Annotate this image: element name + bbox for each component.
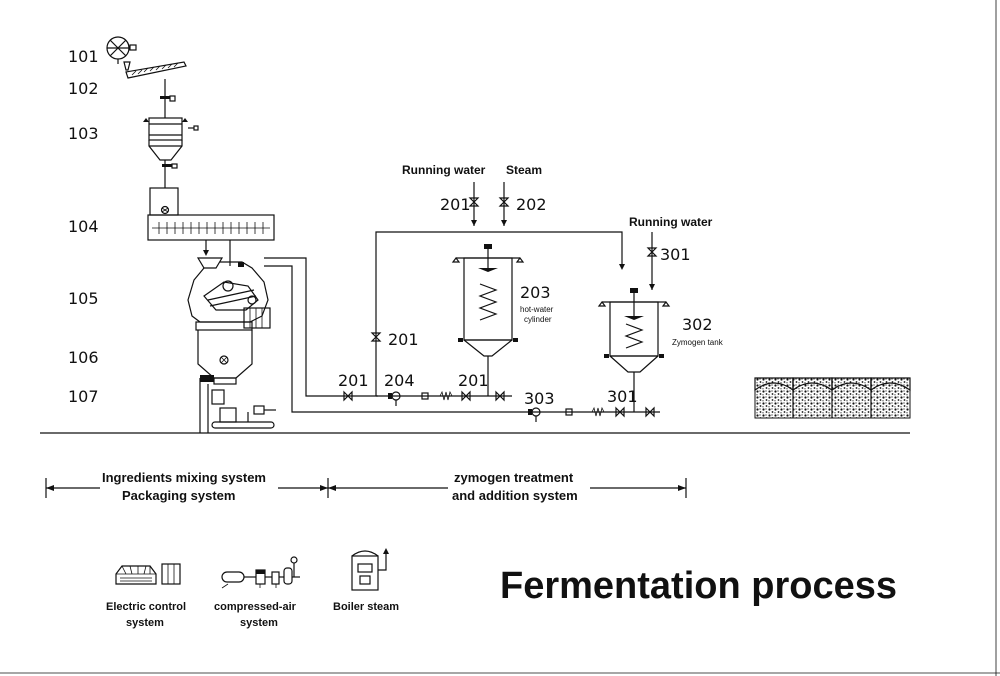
valve-symbols bbox=[370, 197, 658, 342]
hot-water-cylinder-203 bbox=[451, 244, 525, 396]
label-107: 107 bbox=[68, 387, 99, 406]
valve-202: 202 bbox=[516, 195, 547, 214]
valve-201-a: 201 bbox=[338, 371, 369, 390]
valve-201-mid: 201 bbox=[388, 330, 419, 349]
equipment-107-packing-conveyor bbox=[199, 375, 276, 433]
equipment-105-mixer bbox=[187, 257, 271, 329]
equipment-101-wheel bbox=[106, 36, 137, 71]
valve-201-top: 201 bbox=[440, 195, 471, 214]
system-left-line1: Ingredients mixing system bbox=[102, 470, 266, 485]
equipment-103-mixing-vessel bbox=[143, 117, 199, 188]
system-left-line2: Packaging system bbox=[122, 488, 235, 503]
electric-control-icon bbox=[115, 563, 181, 585]
boiler-steam-icon bbox=[351, 548, 389, 591]
valve-303: 303 bbox=[524, 389, 555, 408]
label-103: 103 bbox=[68, 124, 99, 143]
equipment-102-screw-conveyor bbox=[125, 61, 187, 118]
legend-air-line1: compressed-air bbox=[214, 601, 297, 613]
system-right-line1: zymogen treatment bbox=[454, 470, 574, 485]
return-pipe bbox=[264, 257, 520, 413]
input-steam: Steam bbox=[506, 163, 542, 177]
tank-203-number: 203 bbox=[520, 283, 551, 302]
input-running-water-1: Running water bbox=[402, 163, 486, 177]
valve-204: 204 bbox=[384, 371, 415, 390]
page-title: Fermentation process bbox=[500, 565, 897, 607]
tank-302-name: Zymogen tank bbox=[672, 338, 724, 347]
legend-boiler: Boiler steam bbox=[333, 601, 399, 613]
lower-line-components bbox=[343, 390, 660, 422]
tank-203-name-1: hot-water bbox=[520, 305, 554, 314]
steam-water-loop bbox=[375, 182, 655, 396]
label-102: 102 bbox=[68, 79, 99, 98]
legend-electric-line1: Electric control bbox=[106, 601, 186, 613]
valve-201-b: 201 bbox=[458, 371, 489, 390]
product-blocks bbox=[754, 377, 911, 419]
label-106: 106 bbox=[68, 348, 99, 367]
equipment-106-silo bbox=[195, 321, 253, 385]
zymogen-tank-302 bbox=[597, 288, 671, 412]
system-right-line2: and addition system bbox=[452, 488, 578, 503]
legend-air-line2: system bbox=[240, 617, 278, 629]
system-dimension-lines bbox=[45, 470, 687, 504]
input-running-water-2: Running water bbox=[629, 215, 713, 229]
label-104: 104 bbox=[68, 217, 99, 236]
label-101: 101 bbox=[68, 47, 99, 66]
valve-301-top: 301 bbox=[660, 245, 691, 264]
valve-301-bottom: 301 bbox=[607, 387, 638, 406]
legend-electric-line2: system bbox=[126, 617, 164, 629]
tank-302-number: 302 bbox=[682, 315, 713, 334]
compressed-air-icon bbox=[221, 556, 300, 589]
tank-203-name-2: cylinder bbox=[524, 315, 552, 324]
label-105: 105 bbox=[68, 289, 99, 308]
equipment-104-hopper bbox=[147, 187, 275, 266]
